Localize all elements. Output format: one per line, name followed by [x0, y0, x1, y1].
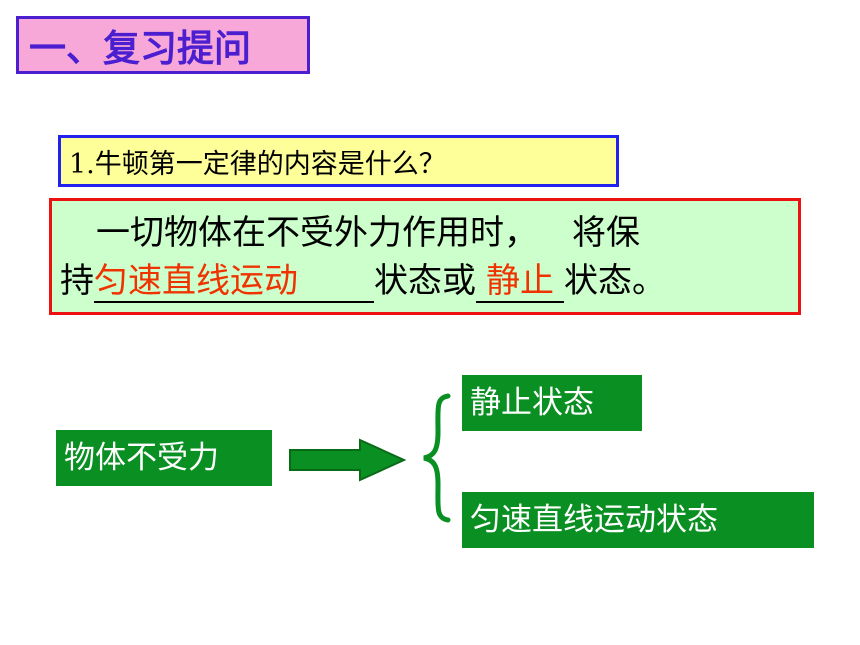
answer-middle: 状态或: [374, 261, 476, 301]
fill-blank-motion: 匀速直线运动: [94, 261, 374, 303]
fill-blank-motion-text: 匀速直线运动: [94, 261, 298, 301]
answer-end: 状态。: [564, 261, 666, 301]
source-label: 物体不受力: [64, 439, 219, 476]
outcome-box-uniform-motion: 匀速直线运动状态: [462, 492, 814, 548]
outcome-rest-label: 静止状态: [470, 384, 594, 421]
left-curly-brace-icon: [423, 393, 451, 523]
answer-box: 一切物体在不受外力作用时， 将保 持匀速直线运动 状态或静止状态。: [49, 198, 801, 315]
question-text: 1.牛顿第一定律的内容是什么？: [69, 148, 446, 180]
answer-line-2: 持匀速直线运动 状态或静止状态。: [60, 257, 788, 305]
answer-line-1: 一切物体在不受外力作用时， 将保: [60, 209, 788, 257]
outcome-uniform-motion-label: 匀速直线运动状态: [470, 501, 718, 538]
answer-line1-tail: 将保: [572, 213, 640, 253]
fill-blank-rest: 静止: [476, 261, 564, 303]
fill-blank-rest-text: 静止: [486, 261, 554, 301]
question-box: 1.牛顿第一定律的内容是什么？: [58, 135, 619, 187]
right-arrow-icon: [289, 438, 407, 482]
answer-line1-text: 一切物体在不受外力作用时，: [96, 213, 538, 253]
section-title-box: 一、复习提问: [16, 16, 310, 74]
source-box: 物体不受力: [56, 430, 272, 486]
section-title: 一、复习提问: [29, 26, 251, 70]
answer-line2-start: 持: [60, 261, 94, 301]
outcome-box-rest: 静止状态: [462, 375, 642, 431]
